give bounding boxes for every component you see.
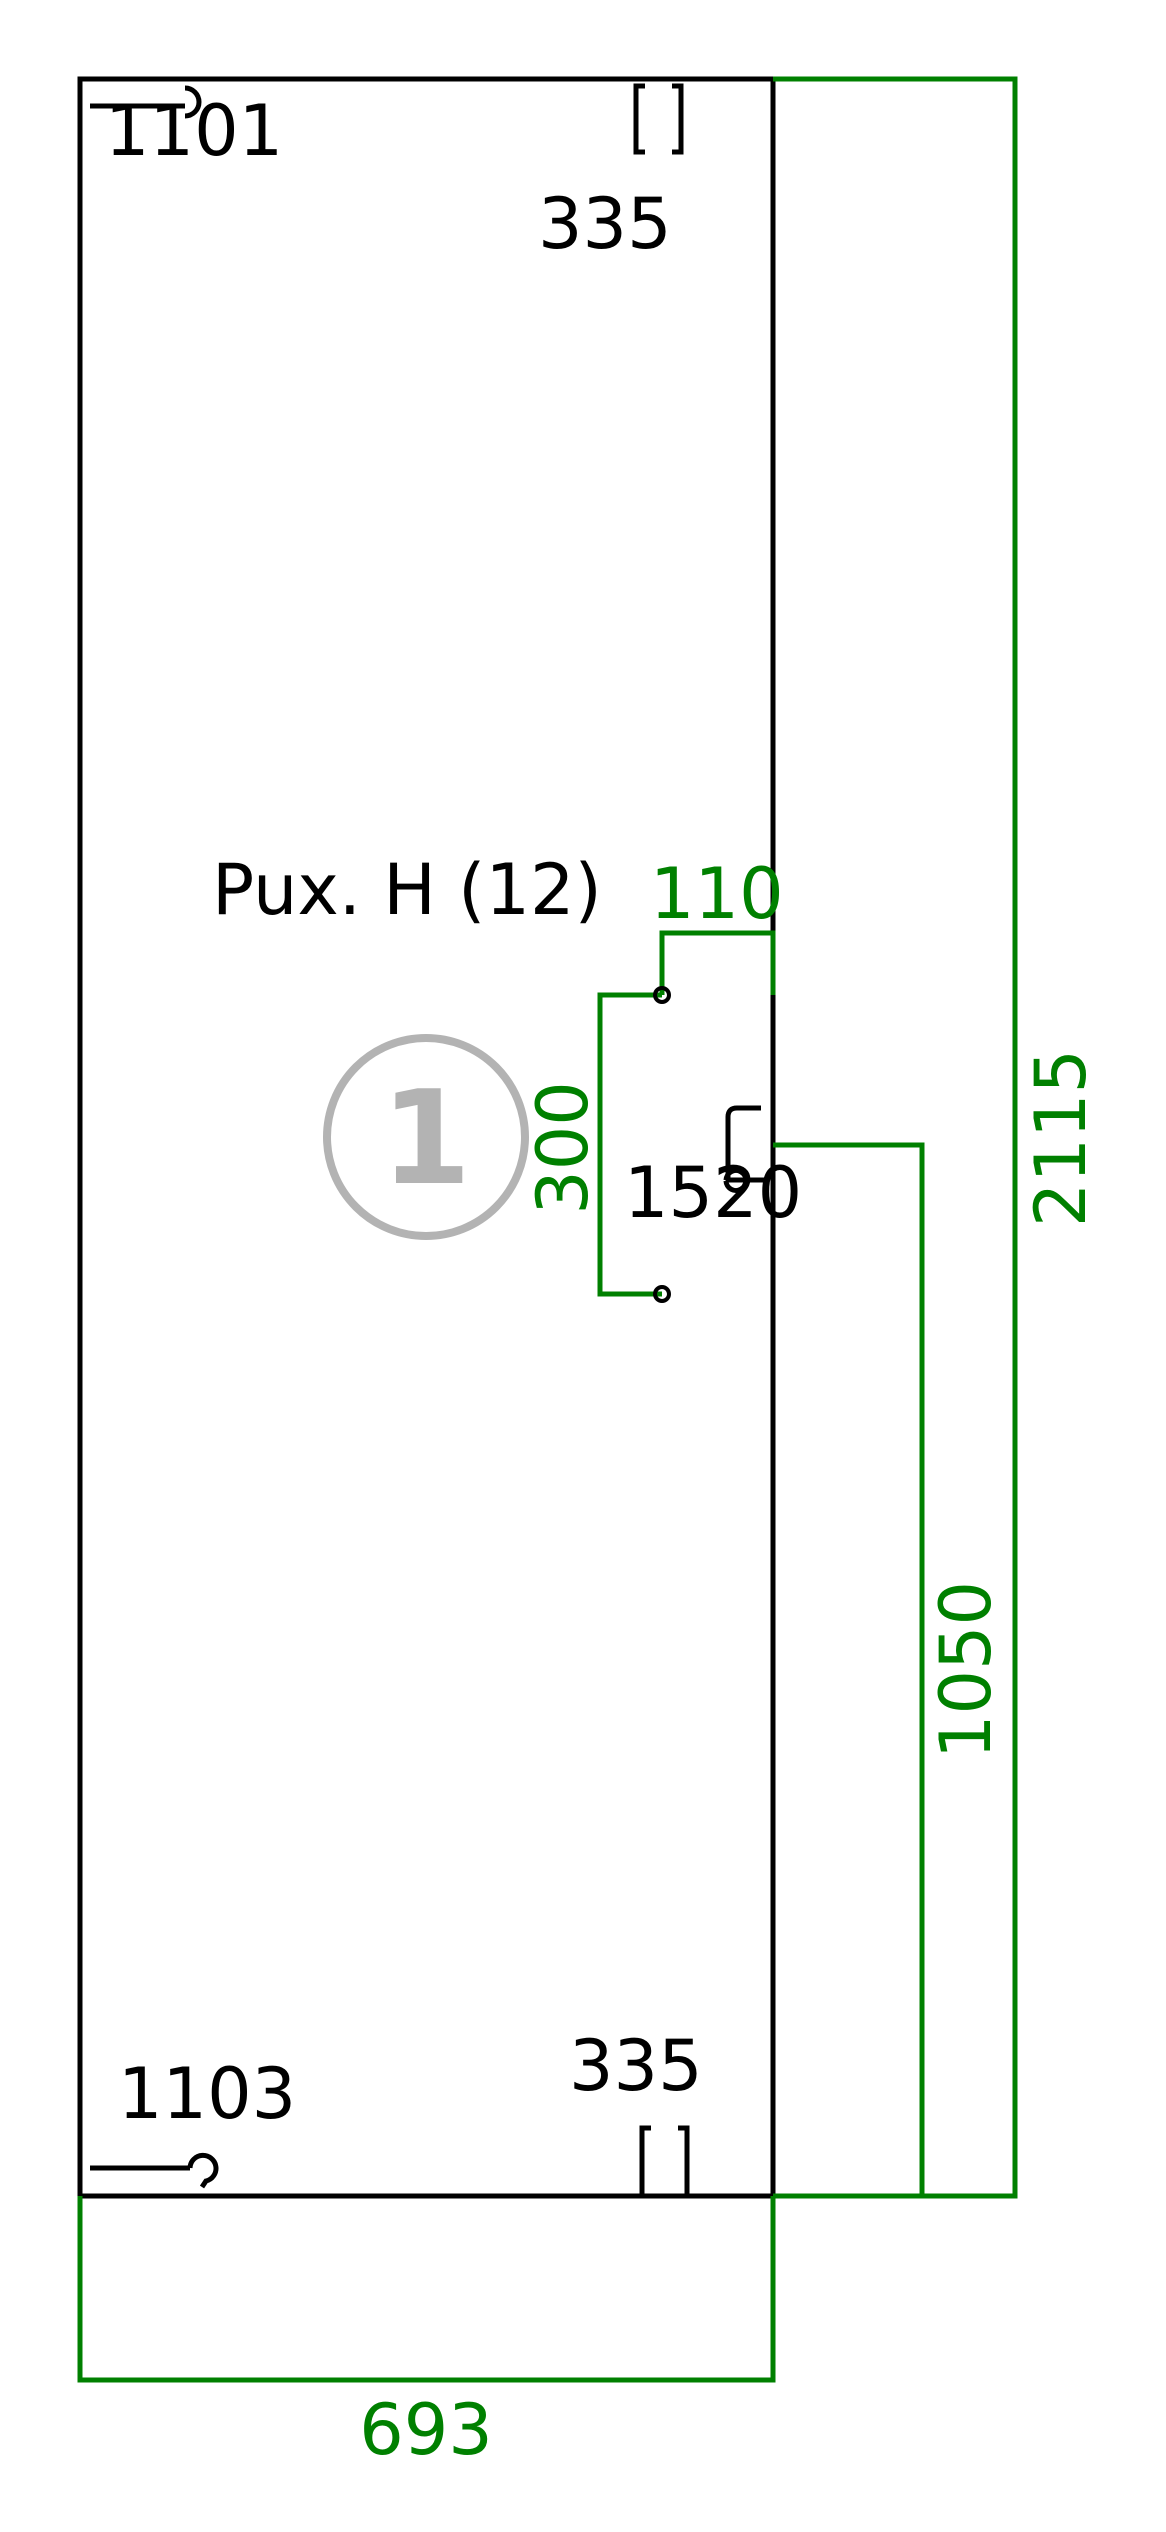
handle-point-top	[653, 986, 671, 1004]
panel-outline	[77, 76, 776, 2199]
panel-number-circle	[323, 1034, 529, 1240]
handle-offset-dim-label: 110	[650, 853, 784, 935]
panel-name: Pux. H (12)	[212, 849, 602, 931]
handle-offset-dim-line	[659, 930, 776, 995]
bracket-top-dim-label: 335	[538, 183, 672, 265]
hinge-bottom-label: 1103	[118, 2053, 296, 2135]
handle-length-dim-label: 300	[522, 1081, 604, 1215]
total-width-dim-label: 693	[359, 2389, 493, 2471]
hinge-bottom-icon	[90, 2152, 219, 2189]
total-height-dim-label: 2115	[1020, 1049, 1102, 1227]
panel-number: 1	[381, 1062, 471, 1214]
handle-point-bottom	[653, 1285, 671, 1303]
bracket-bottom-icon	[639, 2125, 690, 2199]
handle-icon	[723, 1105, 765, 1193]
hinge-top-label: 1101	[105, 90, 283, 172]
handle-code-label: 1520	[624, 1152, 802, 1234]
handle-height-dim-label: 1050	[925, 1581, 1007, 1759]
hinge-top-icon	[90, 85, 202, 119]
total-height-dim-line	[773, 76, 1018, 2199]
bracket-top-icon	[633, 83, 684, 155]
handle-length-dim-line	[597, 992, 662, 1297]
total-width-dim-line	[77, 2196, 776, 2383]
bracket-bottom-dim-label: 335	[569, 2025, 703, 2107]
handle-height-dim-line	[773, 1142, 925, 2199]
